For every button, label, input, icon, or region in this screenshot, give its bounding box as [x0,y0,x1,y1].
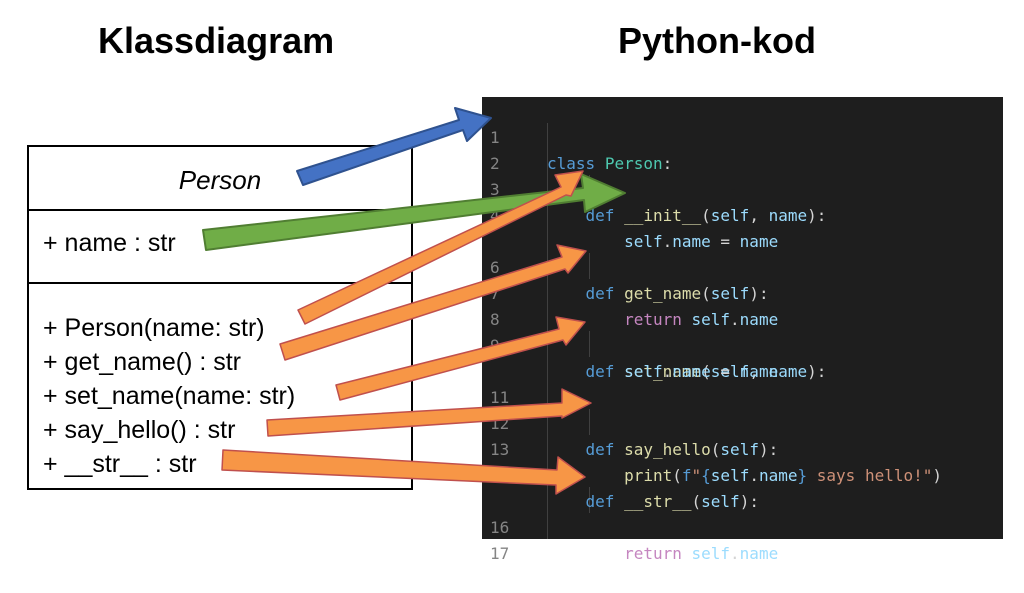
line-number: 6 [490,258,500,277]
arrow-set-name-to-code [335,316,586,401]
code-line-6: 6 def get_name(self): [482,229,769,303]
code-line-2: 2 [482,125,521,173]
mapping-arrows [202,107,626,495]
code-text: return self.name [624,310,779,329]
code-text: def set_name(self, name): [585,362,827,381]
arrow-attribute-to-code [202,173,626,251]
indent-guide [589,409,590,435]
title-python-kod: Python-kod [618,20,816,61]
code-line-3: 3 def __init__(self, name): [482,151,826,225]
uml-class-name: Person [29,147,411,211]
code-line-17: 17 [482,515,521,563]
line-number: 3 [490,180,500,199]
line-number: 11 [490,388,510,407]
uml-attributes-section: + name : str [29,211,411,284]
line-number: 7 [490,284,500,303]
arrow-constructor-to-code [297,170,584,325]
code-text: self.name = name [624,362,779,381]
indent-guide [589,487,590,513]
code-text: def get_name(self): [585,284,769,303]
code-line-1: 1 class Person: [482,99,672,173]
code-text: print(f"{self.name} says hello!") [624,466,943,485]
uml-class-box: Person + name : str + Person(name: str) … [27,145,413,490]
uml-method-set-name: + set_name(name: str) [43,382,296,410]
line-number: 4 [490,206,500,225]
line-number: 2 [490,154,500,173]
code-text: self.name = name [624,232,779,251]
code-line-4: 4 self.name = name [482,177,778,251]
code-line-9: 9 def set_name(self, name): [482,307,826,381]
indent-guide [589,331,590,357]
line-number: 1 [490,128,500,147]
arrow-class-to-code [296,107,492,186]
arrow-get-name-to-code [279,244,587,361]
uml-method-constructor: + Person(name: str) [43,314,265,342]
code-line-11: 11 [482,359,521,407]
title-klassdiagram: Klassdiagram [98,20,335,61]
code-line-16: 16 return self.name [482,489,778,563]
arrow-str-to-code [221,449,586,495]
code-line-8: 8 [482,281,521,329]
uml-method-get-name: + get_name() : str [43,348,241,376]
uml-methods-section: + Person(name: str) + get_name() : str +… [29,284,411,481]
code-line-13: 13 print(f"{self.name} says hello!") [482,411,942,485]
code-text: def __str__(self): [585,492,759,511]
arrow-say-hello-to-code [266,388,592,437]
code-line-15: def __str__(self): [482,463,759,511]
indent-guide [589,253,590,279]
indent-guide [547,123,548,539]
line-number: 16 [490,518,510,537]
line-number: 17 [490,544,510,563]
uml-attribute-name: + name : str [43,229,176,257]
code-line-7: 7 return self.name [482,255,778,329]
line-number: 8 [490,310,500,329]
code-line-10: self.name = name [482,333,778,381]
uml-method-say-hello: + say_hello() : str [43,416,236,444]
line-number: 13 [490,440,510,459]
uml-method-str: + __str__ : str [43,450,197,478]
code-text: def say_hello(self): [585,440,779,459]
code-text: class Person: [547,154,673,173]
code-text: def __init__(self, name): [585,206,827,225]
code-text: return self.name [624,544,779,563]
